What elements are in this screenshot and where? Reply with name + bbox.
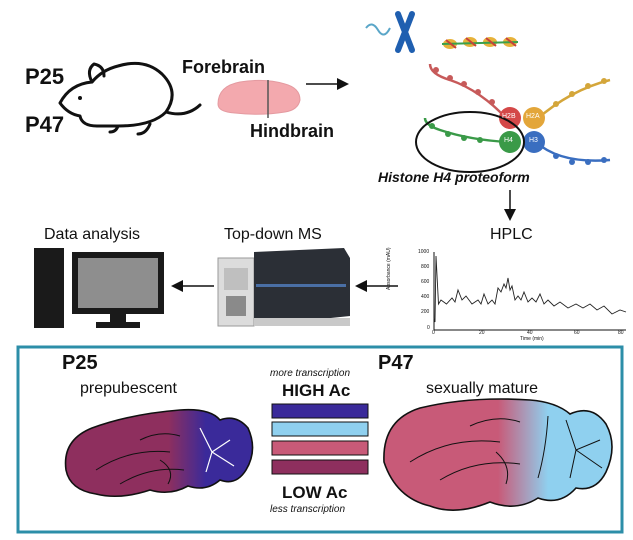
age-label-p47: P47 (25, 112, 65, 137)
chromatogram-x-tick: 0 (432, 330, 435, 336)
panel-age-left: P25 (62, 352, 98, 374)
chromatogram-y-tick: 800 (421, 264, 430, 270)
hindbrain-label: Hindbrain (250, 121, 334, 141)
less-transcription-note: less transcription (270, 504, 346, 515)
scale-bar-mid-high (271, 421, 369, 437)
chromatogram-x-tick: 20 (479, 330, 485, 336)
chromatogram-ylabel: Absorbance (mAU) (386, 247, 392, 290)
chromatogram-x-tick: 60 (574, 330, 580, 336)
chromatogram-y-tick: 1000 (418, 249, 430, 255)
high-ac-label: HIGH Ac (282, 381, 351, 400)
histone-h4-label: H4 (504, 137, 513, 144)
chromatogram-x-tick: 80 (618, 330, 624, 336)
hplc-label: HPLC (490, 226, 533, 243)
histone-h2b-label: H2B (502, 113, 516, 120)
low-ac-label: LOW Ac (282, 483, 348, 502)
topdown-ms-label: Top-down MS (224, 226, 322, 243)
histone-h2a-label: H2A (526, 113, 540, 120)
chromatogram-y-tick: 0 (427, 325, 430, 331)
panel-label-prepubescent: prepubescent (80, 380, 177, 397)
chromatogram-y-tick: 600 (421, 279, 430, 285)
chromatogram-xlabel: Time (min) (520, 336, 544, 342)
scale-bar-mid-low (271, 440, 369, 456)
data-analysis-label: Data analysis (44, 226, 141, 243)
forebrain-label: Forebrain (182, 57, 266, 77)
histone-caption: Histone H4 proteoform (378, 169, 530, 185)
panel-label-sexually-mature: sexually mature (426, 380, 539, 397)
chromatogram-y-tick: 400 (421, 294, 430, 300)
chromatogram-x-tick: 40 (527, 330, 533, 336)
more-transcription-note: more transcription (270, 368, 351, 379)
scale-bar-high (271, 403, 369, 419)
age-label-p25: P25 (25, 64, 65, 89)
chromatogram-y-tick: 200 (421, 309, 430, 315)
panel-age-right: P47 (378, 352, 414, 374)
scale-bar-low (271, 459, 369, 475)
histone-h3-label: H3 (529, 137, 538, 144)
